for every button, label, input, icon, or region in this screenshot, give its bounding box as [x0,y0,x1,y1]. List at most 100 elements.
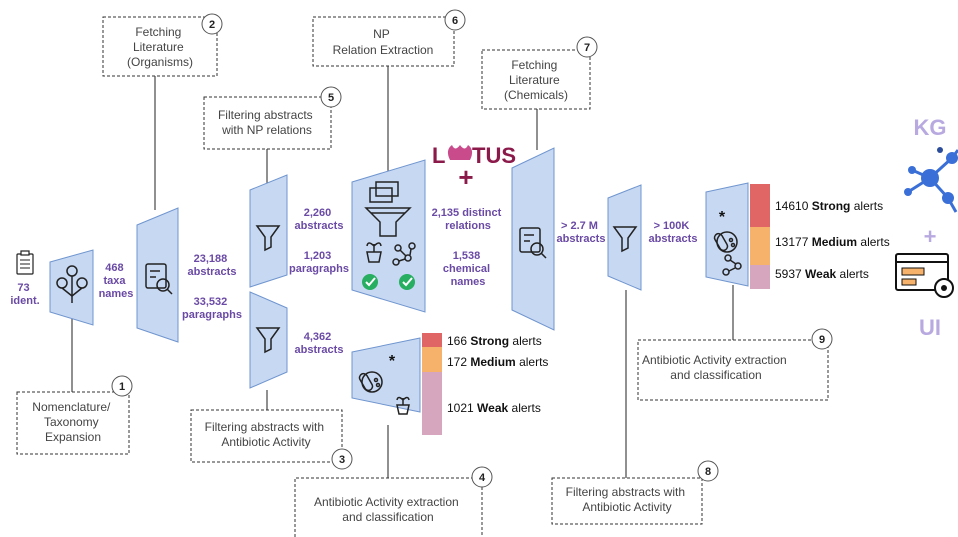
alert-bar-large [750,184,770,289]
stage-6-np-relation [351,159,426,313]
step-box-7: Fetching Literature (Chemicals) [481,49,591,110]
stage-8-filter-antibiotic [607,184,642,291]
funnel-icon [612,226,638,253]
check-icon [362,274,378,290]
step-number-3: 3 [331,448,353,470]
lotus-letter-l: L [432,143,445,168]
alert-bar-weak [750,265,770,289]
funnel-icon [255,327,281,354]
step-number-6: 6 [444,9,466,31]
plant-icon [366,242,382,263]
lotus-flower-icon [447,145,473,160]
alert-label-medium: 172 Medium alerts [447,355,548,369]
clipboard-icon [16,250,34,275]
svg-text:9: 9 [819,334,825,346]
count-taxa: 468 taxa names [99,262,134,300]
alert-label-strong: 166 Strong alerts [447,334,542,348]
stage-7-fetch-chemicals [511,147,555,331]
svg-text:Fetching Literature: Fetching Literature (Organisms) [127,25,193,69]
petri-dish-icon [358,371,383,393]
step-box-3: Filtering abstracts with Antibiotic Acti… [190,409,343,463]
svg-text:Antibiotic Activity extraction: Antibiotic Activity extraction and class… [314,495,462,524]
document-search-icon [145,263,173,295]
check-icon [399,274,415,290]
count-100k-abstracts: > 100K abstracts [649,220,698,245]
step-box-5: Filtering abstracts with NP relations [203,96,332,150]
document-search-icon [519,227,547,259]
svg-text:1: 1 [119,381,125,393]
asterisk-marker: * [389,353,396,370]
step-box-1: Nomenclature/ Taxonomy Expansion [16,391,130,455]
alert-bar-small [422,333,442,435]
count-aa-abstracts: 4,362 abstracts [295,331,344,356]
stage-4-classify-small [351,337,421,415]
dashboard-settings-icon [895,253,954,298]
asterisk-marker: * [719,209,726,226]
step-number-1: 1 [111,375,133,397]
svg-text:2: 2 [209,19,215,31]
stage-9-classify-large [705,182,749,287]
step-number-7: 7 [576,36,598,58]
stage-2-fetch-organisms [136,207,179,343]
lotus-logo: L TUS + [432,143,516,192]
count-np-paragraphs: 1,203 paragraphs [289,250,349,275]
step-number-4: 4 [471,466,493,488]
svg-text:8: 8 [705,466,711,478]
step-box-2: Fetching Literature (Organisms) [102,16,218,77]
svg-text:NP Relation Extraction: NP Relation Extraction [333,27,434,57]
step-number-9: 9 [811,328,833,350]
svg-text:Filtering abstracts with: Filtering abstracts with Antibiotic Acti… [205,420,328,449]
count-abstracts-1: 23,188 abstracts [188,253,237,278]
network-icon [904,147,958,213]
alert-label-weak: 1021 Weak alerts [447,401,541,415]
svg-text:3: 3 [339,454,345,466]
alert-label-medium: 13177 Medium alerts [775,235,890,249]
step-number-5: 5 [320,86,342,108]
stage-1-taxonomy [49,249,94,326]
lotus-letters-tus: TUS [472,143,516,168]
svg-text:Nomenclature/ Taxonomy: Nomenclature/ Taxonomy Expansion [32,400,113,444]
alert-bar-strong [422,333,442,347]
kg-ui-plus: + [924,224,937,249]
svg-text:7: 7 [584,42,590,54]
lotus-plus: + [458,162,473,192]
count-chemical-names: 1,538 chemical names [443,250,493,288]
alert-labels-large: 14610 Strong alerts 13177 Medium alerts … [775,199,890,281]
funnel-documents-icon [364,181,412,237]
count-np-abstracts: 2,260 abstracts [295,207,344,232]
molecule-icon [722,254,742,276]
petri-dish-icon [713,231,738,253]
alert-labels-small: 166 Strong alerts 172 Medium alerts 1021… [447,334,548,415]
svg-text:4: 4 [479,472,486,484]
kg-label: KG [914,115,947,140]
count-ident: 73 ident. [10,282,39,307]
svg-text:6: 6 [452,15,458,27]
step-box-8: Filtering abstracts with Antibiotic Acti… [551,477,703,525]
alert-bar-strong [750,184,770,227]
tree-icon [56,265,88,303]
stage-3-filter-antibiotic [249,291,288,389]
step-box-6: NP Relation Extraction [312,16,455,67]
alert-label-strong: 14610 Strong alerts [775,199,883,213]
alert-bar-medium [750,227,770,265]
connector-lines [71,65,734,487]
stage-5-filter-np [249,174,288,288]
ui-label: UI [919,315,941,340]
step-box-4: Antibiotic Activity extraction and class… [294,477,483,537]
molecule-icon [392,242,416,266]
funnel-icon [255,225,281,252]
step-number-8: 8 [697,460,719,482]
count-relations: 2,135 distinct relations [432,207,505,232]
alert-label-weak: 5937 Weak alerts [775,267,869,281]
svg-text:Antibiotic Activity extraction: Antibiotic Activity extraction and class… [642,353,790,382]
plant-icon [396,396,410,415]
svg-text:Filtering abstracts with: Filtering abstracts with NP relations [218,108,316,137]
step-number-2: 2 [201,13,223,35]
svg-text:Fetching Literature: Fetching Literature (Chemicals) [504,58,568,102]
alert-bar-weak [422,372,442,435]
alert-bar-medium [422,347,442,372]
count-paragraphs-1: 33,532 paragraphs [182,296,242,321]
count-millions-abstracts: > 2.7 M abstracts [557,220,606,245]
svg-text:5: 5 [328,92,334,104]
